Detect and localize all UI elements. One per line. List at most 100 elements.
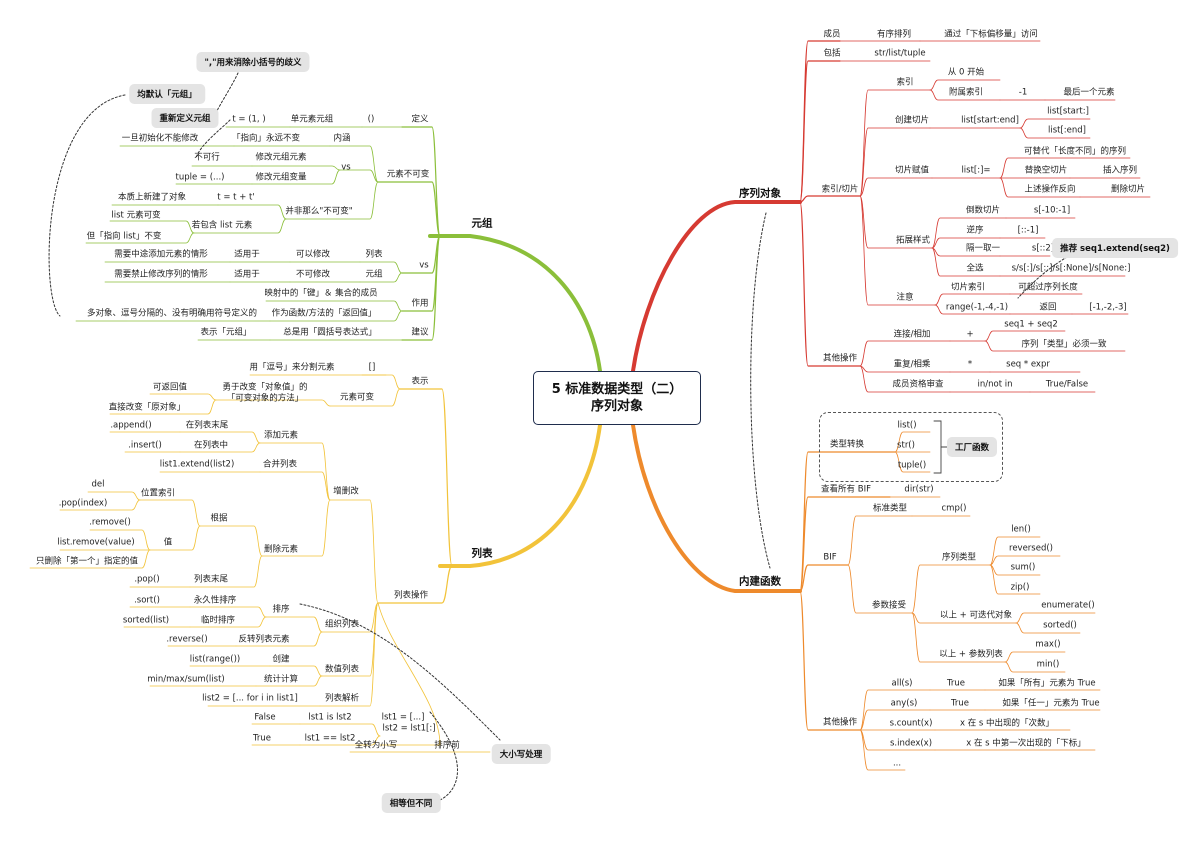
tuple-suggest-label[interactable]: 建议 (411, 327, 429, 338)
bi-enumerate[interactable]: enumerate() (1041, 600, 1095, 611)
seq-rev[interactable]: 逆序 (966, 225, 984, 236)
tuple-canmod[interactable]: 可以修改 (295, 249, 331, 260)
bi-anyd[interactable]: 如果「任一」元素为 True (1002, 698, 1100, 709)
builtin-title[interactable]: 内建函数 (739, 575, 781, 588)
tuple-title[interactable]: 元组 (471, 217, 493, 230)
tuple-applies1[interactable]: 适用于 (234, 249, 260, 260)
list-firstonly[interactable]: 只删除「第一个」指定的值 (35, 556, 139, 567)
list-pop[interactable]: .pop() (134, 574, 160, 585)
list-stats[interactable]: 统计计算 (263, 674, 299, 685)
tuple-need2[interactable]: 需要禁止修改序列的情形 (114, 269, 208, 280)
list-pos[interactable]: 位置索引 (140, 488, 176, 499)
bi-other[interactable]: 其他操作 (822, 717, 858, 728)
bi-bif[interactable]: BIF (823, 552, 837, 563)
seq-idx[interactable]: 索引/切片 (821, 184, 859, 195)
list-popend[interactable]: 列表末尾 (193, 574, 229, 585)
list-popidx[interactable]: .pop(index) (58, 498, 108, 509)
tuple-immut-label[interactable]: 元素不可变 (386, 169, 430, 180)
seq-tf[interactable]: True/False (1045, 379, 1089, 390)
list-delete[interactable]: 删除元素 (263, 544, 299, 555)
seq-se[interactable]: list[start:end] (961, 115, 1019, 126)
bi-allt[interactable]: True (946, 678, 966, 689)
seq-empty[interactable]: 替换空切片 (1024, 165, 1068, 176)
seq-index[interactable]: 索引 (896, 77, 914, 88)
seq-slice[interactable]: 创建切片 (894, 115, 930, 126)
seq-title[interactable]: 序列对象 (739, 187, 781, 200)
seq-all[interactable]: 全选 (966, 263, 984, 274)
tuple-essence[interactable]: 本质上新建了对象 (117, 192, 187, 203)
seq-plus[interactable]: + (966, 329, 974, 340)
seq-revslice[interactable]: 倒数切片 (965, 205, 1001, 216)
list-extend[interactable]: list1.extend(list2) (159, 459, 235, 470)
list-title[interactable]: 列表 (471, 547, 493, 560)
list-mutable[interactable]: 元素可变 (339, 392, 375, 403)
tuple-single-ex[interactable]: t = (1, ) (232, 114, 266, 125)
list-comp[interactable]: 列表解析 (324, 693, 360, 704)
tuple-keys[interactable]: 映射中的「键」＆ 集合的成员 (264, 288, 378, 299)
bi-iter[interactable]: 以上 + 可迭代对象 (939, 610, 1013, 621)
list-crud[interactable]: 增删改 (333, 486, 359, 497)
list-returnable[interactable]: 可返回值 (152, 382, 188, 393)
tuple-really[interactable]: 并非那么"不可变" (285, 206, 353, 217)
tuple-applies2[interactable]: 适用于 (234, 269, 260, 280)
list-sort[interactable]: 排序 (272, 604, 290, 615)
tuple-newobj[interactable]: t = t + t' (217, 192, 255, 203)
seq-ret[interactable]: 返回 (1039, 302, 1057, 313)
bi-alld[interactable]: 如果「所有」元素为 True (998, 678, 1096, 689)
list-remove[interactable]: .remove() (89, 517, 131, 528)
tuple-suggest-show[interactable]: 表示「元组」 (200, 327, 252, 338)
tuple-suggest-paren[interactable]: 总是用「圆括号表达式」 (283, 327, 377, 338)
seq-delete[interactable]: 删除切片 (1110, 184, 1146, 195)
list-sortm[interactable]: .sort() (134, 595, 160, 606)
seq-membercheck[interactable]: 成员资格审查 (892, 379, 944, 390)
tuple-vs-label[interactable]: vs (419, 260, 429, 271)
list-organize[interactable]: 组织列表 (324, 619, 360, 630)
list-lower[interactable]: 全转为小写 (354, 740, 398, 751)
seq-last[interactable]: 最后一个元素 (1063, 87, 1115, 98)
bi-len[interactable]: len() (1011, 524, 1031, 535)
list-sorted[interactable]: sorted(list) (122, 615, 170, 626)
seq-ext[interactable]: 拓展样式 (895, 235, 931, 246)
seq-note[interactable]: 注意 (896, 292, 914, 303)
seq-access[interactable]: 通过「下标偏移量」访问 (944, 29, 1038, 40)
list-by[interactable]: 根据 (210, 513, 228, 524)
bi-args[interactable]: 以上 + 参数列表 (939, 649, 1003, 660)
tuple-single[interactable]: 单元素元组 (290, 114, 334, 125)
bi-indexd[interactable]: x 在 s 中第一次出现的「下标」 (966, 738, 1086, 749)
bi-min[interactable]: min() (1036, 659, 1060, 670)
list-method2[interactable]: 「可变对象的方法」 (226, 393, 304, 404)
seq-in[interactable]: in/not in (977, 379, 1013, 390)
seq-from0[interactable]: 从 0 开始 (947, 67, 985, 78)
list-add[interactable]: 添加元素 (263, 430, 299, 441)
bi-reversed[interactable]: reversed() (1009, 543, 1053, 554)
seq-insertseq[interactable]: 插入序列 (1102, 165, 1138, 176)
tuple-usage-label[interactable]: 作用 (411, 298, 429, 309)
tuple-def-label[interactable]: 定义 (411, 114, 429, 125)
list-value[interactable]: 值 (163, 537, 173, 548)
list-comma[interactable]: 用「逗号」来分割元素 (249, 362, 335, 373)
bi-str[interactable]: str() (897, 440, 915, 451)
list-insert[interactable]: .insert() (128, 440, 162, 451)
tuple-need1[interactable]: 需要中途添加元素的情形 (114, 249, 208, 260)
seq-concat[interactable]: 连接/相加 (893, 329, 931, 340)
seq-replace[interactable]: 可替代「长度不同」的序列 (1023, 146, 1127, 157)
seq-seq12[interactable]: seq1 + seq2 (1004, 319, 1058, 330)
seq-none[interactable]: s/s[:]/s[::]/s[:None]/s[None:] (1011, 263, 1131, 274)
list-removev[interactable]: list.remove(value) (57, 537, 135, 548)
tuple-listmutable[interactable]: list 元素可变 (111, 210, 161, 221)
bi-countd[interactable]: x 在 s 中出现的「次数」 (959, 718, 1055, 729)
tuple-def-paren[interactable]: () (367, 114, 375, 125)
seq-s2[interactable]: list[:end] (1048, 125, 1086, 136)
list-mid[interactable]: 在列表中 (193, 440, 229, 451)
seq-range[interactable]: range(-1,-4,-1) (945, 302, 1009, 313)
seq-minus1[interactable]: -1 (1018, 87, 1028, 98)
bi-convert[interactable]: 类型转换 (829, 439, 865, 450)
bi-seqtype[interactable]: 序列类型 (941, 552, 977, 563)
bi-cmp[interactable]: cmp() (941, 503, 967, 514)
list-end[interactable]: 在列表末尾 (185, 420, 229, 431)
list-method1[interactable]: 勇于改变「对象值」的 (222, 382, 308, 393)
list-true[interactable]: True (252, 733, 272, 744)
seq-reverse[interactable]: 上述操作反向 (1024, 184, 1076, 195)
list-temp[interactable]: 临时排序 (200, 615, 236, 626)
seq-sametype[interactable]: 序列「类型」必须一致 (1021, 339, 1107, 350)
